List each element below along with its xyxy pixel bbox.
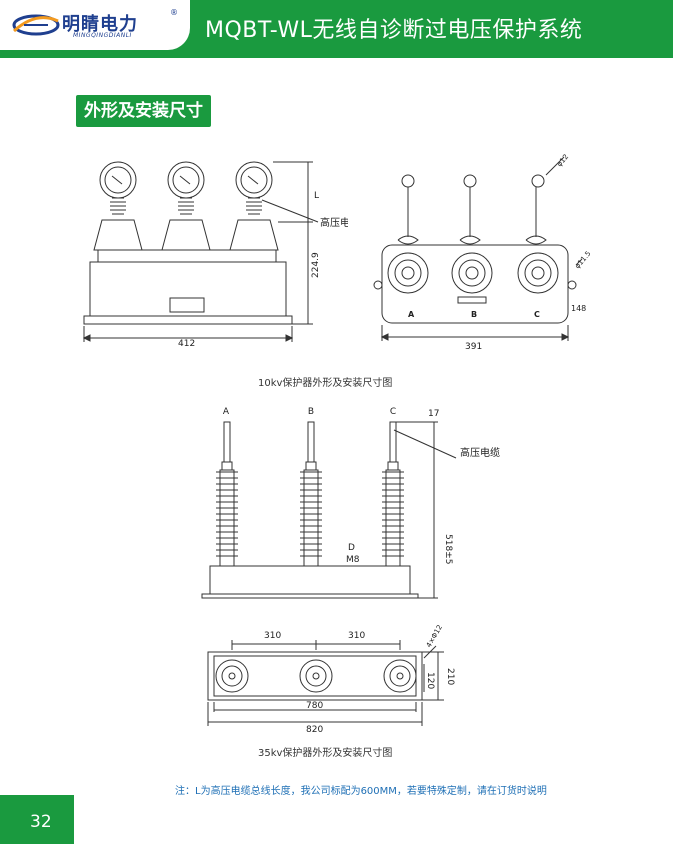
dim-120: 120 xyxy=(425,672,435,689)
dim-17: 17 xyxy=(428,409,439,419)
phase-b-top: B xyxy=(471,310,477,319)
dim-310-left: 310 xyxy=(264,631,281,641)
dim-L: L xyxy=(314,191,319,201)
label-cable-35kv: 高压电缆 xyxy=(460,446,500,459)
logo-mark-icon xyxy=(12,14,60,36)
dim-phi12: φ12 xyxy=(555,153,570,169)
dim-780: 780 xyxy=(306,701,323,711)
dim-210: 210 xyxy=(445,668,455,685)
phase-a-top: A xyxy=(408,310,415,319)
logo-text: 明睛电力 xyxy=(62,14,138,35)
dim-width-front: 412 xyxy=(178,339,195,349)
dim-148: 148 xyxy=(571,304,586,313)
footnote: 注：L为高压电缆总线长度，我公司标配为600MM，若要特殊定制，请在订货时说明 xyxy=(175,786,547,797)
page-number-box xyxy=(0,795,74,844)
drawing-35kv-front: A B C 17 高压电缆 518±5 D M8 xyxy=(201,407,500,599)
dim-height-35kv: 518±5 xyxy=(443,534,453,564)
phase-c-top: C xyxy=(534,310,540,319)
caption-35kv: 35kv保护器外形及安装尺寸图 xyxy=(258,748,393,759)
drawing-10kv-front: L 224.9 高压电缆 412 xyxy=(82,161,348,349)
dim-310-right: 310 xyxy=(348,631,365,641)
logo: 明睛电力 MINGQINGDIANLI ® xyxy=(0,0,190,50)
dim-width-top: 391 xyxy=(465,342,482,352)
phase-a-35: A xyxy=(223,407,230,417)
dim-hole: φ11.5 xyxy=(573,250,592,271)
dim-height-10kv: 224.9 xyxy=(311,252,321,278)
page-title: MQBT-WL无线自诊断过电压保护系统 xyxy=(205,18,583,43)
label-cable-10kv: 高压电缆 xyxy=(320,216,348,229)
section-title: 外形及安装尺寸 xyxy=(76,95,211,127)
page-number: 32 xyxy=(30,812,52,832)
drawing-35kv-plan: 310 310 4×Φ12 210 120 780 820 xyxy=(207,624,455,735)
logo-subtext: MINGQINGDIANLI xyxy=(73,32,132,39)
registered-mark: ® xyxy=(170,8,178,17)
header: 明睛电力 MINGQINGDIANLI ® MQBT-WL无线自诊断过电压保护系… xyxy=(0,0,673,58)
caption-10kv: 10kv保护器外形及安装尺寸图 xyxy=(258,378,393,389)
drawing-10kv-top: A B C φ12 φ11.5 148 391 xyxy=(373,153,593,352)
dim-holes: 4×Φ12 xyxy=(425,624,444,649)
phase-c-35: C xyxy=(390,407,396,417)
dim-820: 820 xyxy=(306,725,323,735)
phase-b-35: B xyxy=(308,407,314,417)
label-d: D xyxy=(348,543,355,553)
label-m8: M8 xyxy=(346,555,360,565)
